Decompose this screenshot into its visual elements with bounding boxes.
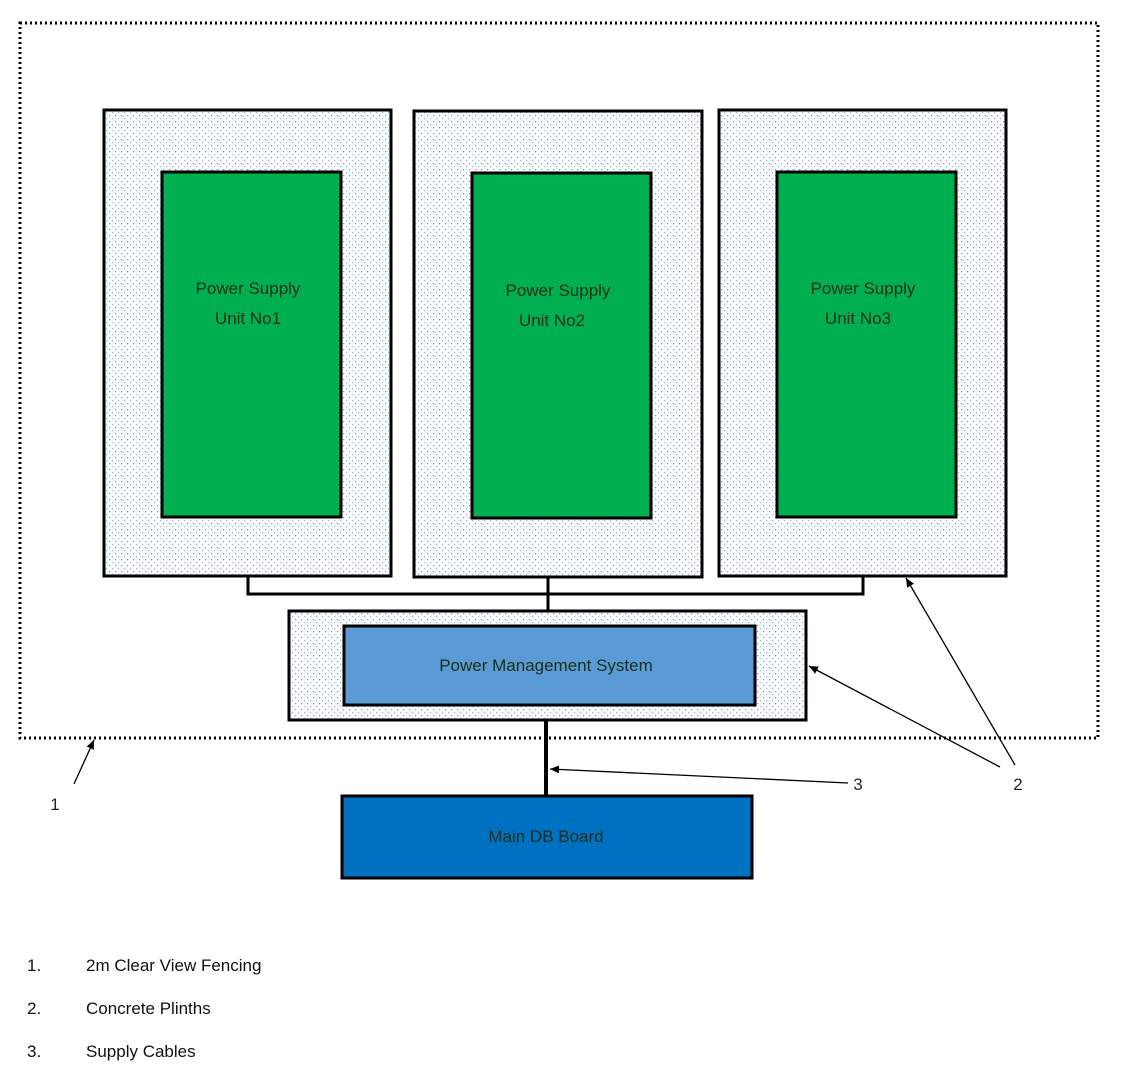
legend-number: 3.	[27, 1042, 42, 1061]
psu-2-label-line1: Power Supply	[506, 281, 611, 300]
callout-number-1: 1	[50, 795, 59, 814]
legend-text: 2m Clear View Fencing	[86, 956, 262, 975]
power-supply-unit-2: Power Supply Unit No2	[470, 171, 653, 520]
psu-2-label-line2: Unit No2	[519, 311, 585, 330]
callout-leader-plinth-pms	[808, 665, 1001, 768]
power-supply-unit-1: Power Supply Unit No1	[160, 170, 343, 519]
callout-leader-cable	[549, 765, 849, 784]
psu-1-label-line2: Unit No1	[215, 309, 281, 328]
legend-text: Supply Cables	[86, 1042, 196, 1061]
psu-3-label-line2: Unit No3	[825, 309, 891, 328]
main-db-label: Main DB Board	[488, 827, 603, 846]
power-management-system: Power Management System	[342, 624, 757, 707]
psu-3-label-line1: Power Supply	[811, 279, 916, 298]
callout-leader-plinth-psu	[905, 577, 1016, 766]
legend-number: 1.	[27, 956, 42, 975]
fence-boundary	[18, 21, 1100, 740]
power-supply-unit-3: Power Supply Unit No3	[775, 170, 958, 519]
psu-bus-connector	[246, 577, 865, 610]
psu-1-label-line1: Power Supply	[196, 279, 301, 298]
callout-leader-fence	[73, 739, 95, 785]
legend-text: Concrete Plinths	[86, 999, 211, 1018]
legend-number: 2.	[27, 999, 42, 1018]
callout-number-3: 3	[853, 775, 862, 794]
site-layout-diagram: Power Supply Unit No1 Power Supply Unit …	[18, 21, 1100, 880]
main-db-board: Main DB Board	[340, 794, 754, 880]
callout-number-2: 2	[1013, 775, 1022, 794]
pms-label: Power Management System	[439, 656, 653, 675]
